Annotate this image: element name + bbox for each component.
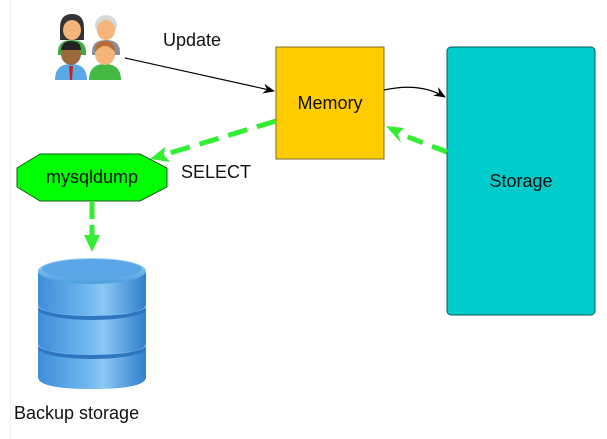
mysqldump-node-label: mysqldump: [45, 167, 139, 187]
storage-node-label: Storage: [489, 170, 553, 191]
edge-memory-to-mysqldump: [150, 118, 277, 162]
edge-storage-to-memory: [386, 126, 448, 155]
users-group-icon: [55, 14, 121, 80]
user-icon: [89, 41, 121, 80]
storage-node[interactable]: [446, 46, 596, 316]
edge-mysqldump-to-backup: [84, 201, 100, 252]
mysqldump-node[interactable]: [16, 153, 168, 202]
user-icon: [55, 41, 87, 80]
database-icon: [38, 258, 146, 389]
edge-memory-to-storage: [383, 86, 446, 98]
backup-storage-label: Backup storage: [14, 403, 140, 423]
edge-label-select: SELECT: [181, 162, 252, 182]
memory-node[interactable]: [275, 46, 385, 160]
canvas-edge-line: [10, 0, 11, 439]
edge-update-arrow: [124, 57, 275, 94]
edge-label-update: Update: [163, 30, 222, 50]
memory-node-label: Memory: [297, 92, 363, 113]
